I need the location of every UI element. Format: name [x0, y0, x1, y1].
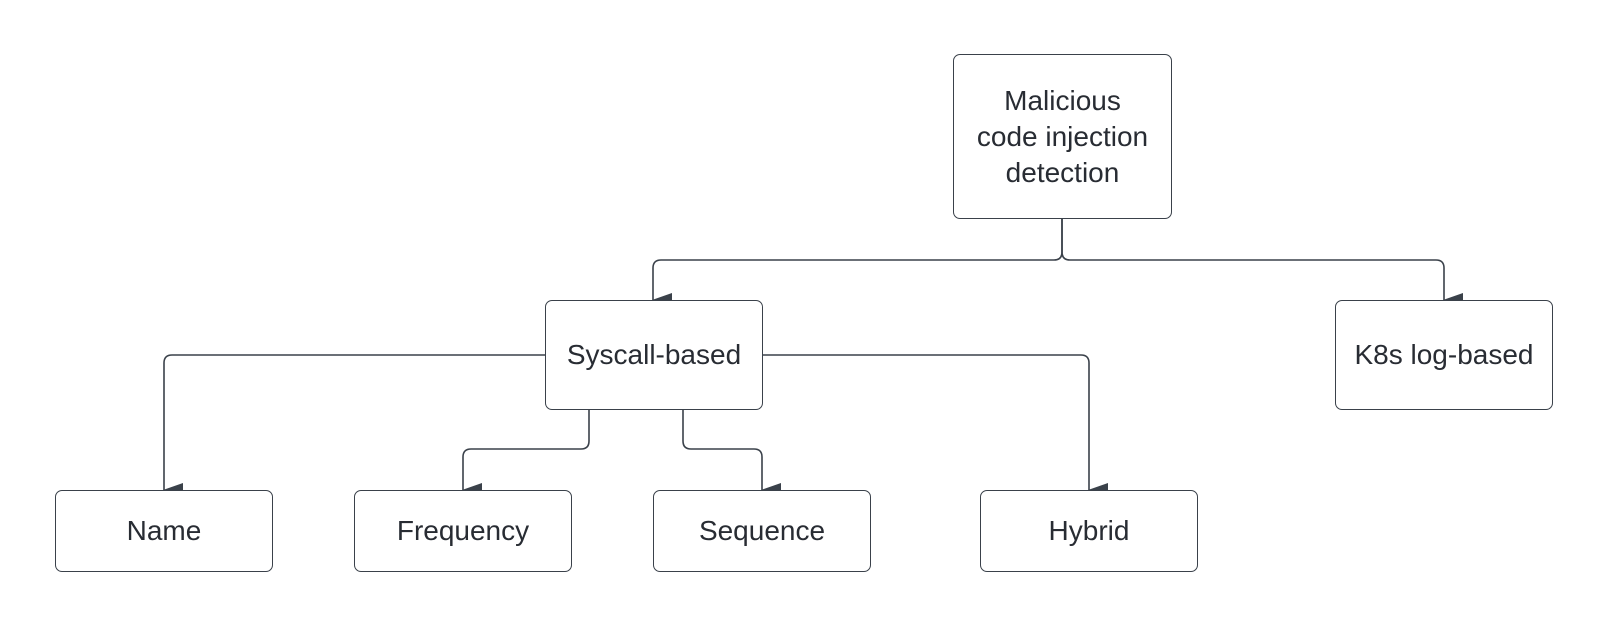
node-name: Name: [55, 490, 273, 572]
edge-syscall-to-hybrid: [763, 354, 1108, 497]
node-sequence: Sequence: [653, 490, 871, 572]
node-hybrid-label: Hybrid: [1048, 515, 1130, 546]
node-frequency: Frequency: [354, 490, 572, 572]
node-syscall-based: Syscall-based: [545, 300, 763, 410]
edge-root-to-k8s: [1061, 219, 1463, 307]
node-name-label: Name: [126, 515, 202, 546]
edge-syscall-to-name: [163, 354, 545, 497]
node-root-line-1: Malicious: [1004, 84, 1121, 116]
edge-syscall-to-frequency: [462, 410, 590, 497]
node-root: Malicious code injection detection: [953, 54, 1172, 219]
node-sequence-label: Sequence: [698, 515, 826, 546]
node-hybrid: Hybrid: [980, 490, 1198, 572]
edge-root-to-syscall: [652, 219, 1063, 307]
edge-syscall-to-sequence: [682, 410, 781, 497]
node-root-line-3: detection: [1005, 156, 1120, 188]
node-k8s-log-based-label: K8s log-based: [1354, 339, 1534, 370]
node-syscall-based-label: Syscall-based: [566, 339, 742, 370]
node-k8s-log-based: K8s log-based: [1335, 300, 1553, 410]
node-root-line-2: code injection: [976, 120, 1149, 152]
node-frequency-label: Frequency: [396, 515, 530, 546]
